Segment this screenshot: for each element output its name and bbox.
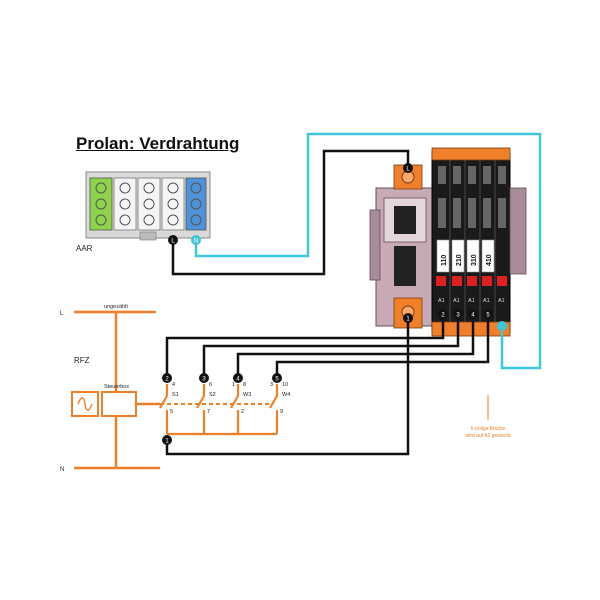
contact-w3-bottom: 2 (241, 409, 244, 415)
marker-relay-ch3: 4 (468, 309, 478, 319)
relay-label-210: 210 (456, 254, 463, 266)
svg-text:1: 1 (406, 317, 410, 323)
svg-text:1: 1 (165, 439, 169, 445)
relay-label-110: 110 (441, 255, 448, 266)
sine-wave-icon (77, 397, 93, 411)
aar-terminal-block (85, 171, 211, 241)
svg-text:3: 3 (456, 313, 460, 319)
marker-aar-n: N (191, 235, 201, 245)
black-wires (165, 149, 490, 456)
orange-circuit (71, 310, 160, 470)
contacts (159, 384, 279, 436)
marker-relay-bridge (497, 321, 507, 331)
marker-contact-w4: 5 (272, 373, 282, 383)
svg-text:3: 3 (202, 377, 206, 383)
marker-contact-w3: 4 (233, 373, 243, 383)
svg-text:L: L (406, 167, 410, 173)
label-n: N (60, 467, 64, 473)
contact-s1-bottom: 5 (170, 409, 173, 415)
marker-relay-ch2: 3 (453, 309, 463, 319)
svg-text:4: 4 (236, 377, 240, 383)
marker-relay-ch1: 2 (438, 309, 448, 319)
contact-w4-bottom: 9 (280, 409, 283, 415)
a1-label-1: A1 (438, 298, 445, 304)
a1-label-4: A1 (483, 298, 490, 304)
contact-w4-extra: 3 (270, 382, 273, 388)
cyan-wires (194, 132, 542, 370)
marker-relay-top: L (403, 163, 413, 173)
label-rfz: RFZ (74, 356, 90, 365)
marker-aar-l: L (168, 235, 178, 245)
contact-w3-name: W3 (243, 392, 251, 398)
label-steuerbox: Steuerbox (104, 384, 129, 390)
marker-common: 1 (162, 435, 172, 445)
a1-label-3: A1 (468, 298, 475, 304)
svg-text:4: 4 (471, 313, 475, 319)
svg-text:5: 5 (486, 313, 490, 319)
marker-relay-ch4: 5 (483, 309, 493, 319)
marker-contact-s1: 2 (162, 373, 172, 383)
a1-label-5: A1 (498, 298, 505, 304)
contact-w4-top: 10 (282, 382, 288, 388)
svg-text:N: N (194, 239, 198, 245)
bridge-note-line-2: wird auf A2 gesteckt (466, 433, 511, 439)
label-ungezahlt: ungezählt (104, 304, 128, 310)
page-title: Prolan: Verdrahtung (76, 134, 240, 153)
label-l: L (60, 311, 64, 317)
contact-w3-extra: 1 (232, 382, 235, 388)
contact-w4-name: W4 (282, 392, 290, 398)
svg-text:2: 2 (165, 377, 169, 383)
bridge-note-line-1: 5-polige Brücke (471, 426, 506, 432)
relay-label-410: 410 (486, 254, 493, 266)
svg-text:5: 5 (275, 377, 279, 383)
relay-label-310: 310 (471, 254, 478, 266)
contact-s2-top: 6 (209, 382, 212, 388)
contact-s1-top: 4 (172, 382, 175, 388)
marker-relay-bottom: 1 (403, 313, 413, 323)
a1-label-2: A1 (453, 298, 460, 304)
contact-s2-name: S2 (209, 392, 216, 398)
svg-text:2: 2 (441, 313, 445, 319)
relay-module (369, 147, 527, 337)
contact-s2-bottom: 7 (207, 409, 210, 415)
contact-s1-name: S1 (172, 392, 179, 398)
svg-text:L: L (171, 239, 175, 245)
marker-contact-s2: 3 (199, 373, 209, 383)
contact-w3-top: 8 (243, 382, 246, 388)
label-aar: AAR (76, 244, 93, 253)
